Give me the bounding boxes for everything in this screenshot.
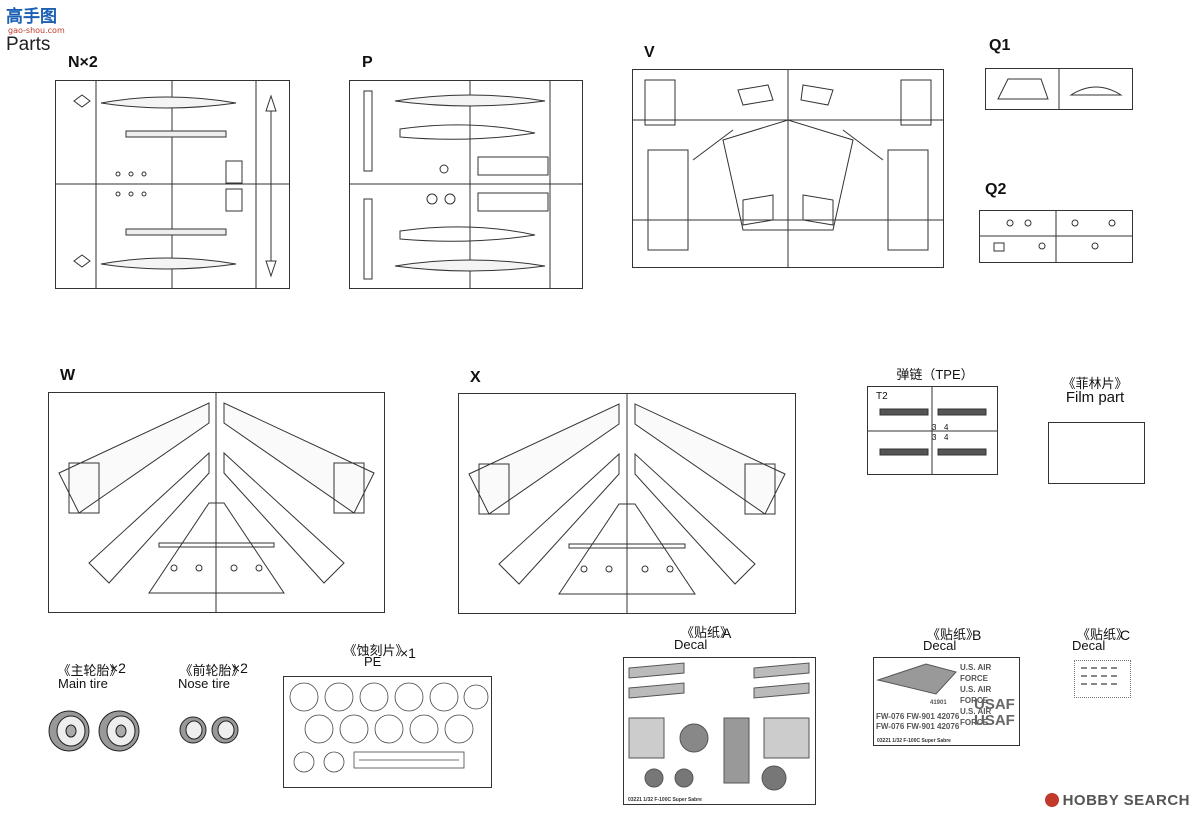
- decal-b-line-8: USAF: [974, 712, 1015, 729]
- nose-tire-label-en: Nose tire: [178, 676, 231, 691]
- film-part-box: [1048, 422, 1145, 484]
- decal-a-letter: A: [722, 625, 732, 641]
- decal-b-footer: 03221 1/32 F-100C Super Sabre: [877, 738, 951, 744]
- film-label-cn: 《菲林片》: [1062, 376, 1128, 391]
- decal-b-letter: B: [972, 627, 982, 643]
- main-tire-label-cn: 《主轮胎》: [57, 663, 123, 678]
- tpe-cell-2: 4: [944, 423, 949, 432]
- pe-label-cn: 《蚀刻片》: [343, 643, 409, 658]
- decal-c-label-cn: 《贴纸》: [1076, 627, 1129, 642]
- tpe-cell-3: 3: [932, 433, 937, 442]
- sprue-q1-label: Q1: [989, 37, 1011, 54]
- sprue-q1: [985, 68, 1133, 110]
- page-title: Parts: [6, 34, 51, 55]
- sprue-p-drawing: [350, 81, 582, 288]
- decal-b-line-5: USAF: [974, 696, 1015, 713]
- nose-tire-qty: ×2: [232, 660, 248, 676]
- decal-b-stripes-drawing: [876, 663, 957, 695]
- sprue-q2-label: Q2: [985, 181, 1007, 198]
- decal-c-letter: C: [1120, 627, 1131, 643]
- sprue-n-drawing: [56, 81, 289, 288]
- pe-fret-drawing: [289, 682, 489, 773]
- sprue-x: [458, 393, 796, 614]
- tpe-code: T2: [876, 391, 888, 402]
- sprue-v-label: V: [644, 44, 655, 61]
- hobby-search-text: HOBBY SEARCH: [1062, 792, 1190, 809]
- decal-b-usaf-block: U.S. AIR FORCE U.S. AIR FORCE U.S. AIR F…: [960, 662, 1019, 728]
- decal-b-line-6: FW-076 FW-901 42076: [876, 712, 960, 721]
- decal-a-sheet: 03221 1/32 F-100C Super Sabre: [623, 657, 816, 805]
- hobby-search-logo: HOBBY SEARCH: [1044, 792, 1190, 809]
- pe-qty: ×1: [400, 645, 416, 661]
- tpe-cell-4: 4: [944, 433, 949, 442]
- decal-c-label-en: Decal: [1072, 638, 1106, 653]
- decal-c-drawing: [1081, 667, 1117, 685]
- main-tire-label-en: Main tire: [58, 676, 108, 691]
- sprue-n: [55, 80, 290, 289]
- decal-a-footer: 03221 1/32 F-100C Super Sabre: [628, 797, 702, 803]
- sprue-w: [48, 392, 385, 613]
- site-watermark-logo: 高手图 gao-shou.com: [4, 4, 74, 35]
- decal-b-sheet: U.S. AIR FORCE U.S. AIR FORCE U.S. AIR F…: [873, 657, 1020, 746]
- sprue-w-drawing: [58, 393, 375, 612]
- decal-c-sheet: [1074, 660, 1131, 698]
- sprue-v: [632, 69, 944, 268]
- pe-fret: [283, 676, 492, 788]
- nose-tire-label-cn: 《前轮胎》: [179, 663, 245, 678]
- tpe-label: 弹链（TPE）: [896, 367, 974, 382]
- pe-label-en: PE: [364, 654, 382, 669]
- decal-a-label-en: Decal: [674, 637, 708, 652]
- tpe-cell-1: 3: [932, 423, 937, 432]
- decal-a-label-cn: 《贴纸》: [680, 625, 733, 640]
- watermark-text: 高手图: [6, 6, 57, 27]
- watermark-url: gao-shou.com: [8, 26, 65, 35]
- sprue-p-label: P: [362, 54, 373, 71]
- sprue-tpe: T2 3 4 3 4: [867, 386, 998, 475]
- sprue-v-drawing: [633, 70, 943, 267]
- decal-b-label-cn: 《贴纸》: [926, 627, 979, 642]
- sprue-q1-drawing: [997, 69, 1123, 109]
- sprue-p: [349, 80, 583, 289]
- decal-b-label-en: Decal: [923, 638, 957, 653]
- sprue-q2: [979, 210, 1133, 263]
- decal-b-line-7: FW-076 FW-901 42076: [876, 722, 960, 731]
- nose-tire-drawing: [179, 716, 239, 744]
- sprue-q2-drawing: [980, 211, 1132, 262]
- hobby-search-mark-icon: [1044, 793, 1059, 807]
- film-label-en: Film part: [1065, 389, 1125, 406]
- decal-b-line-2: U.S. AIR FORCE: [960, 685, 992, 705]
- tpe-drawing: [868, 387, 997, 474]
- decal-b-line-3: U.S. AIR FORCE: [960, 707, 992, 727]
- sprue-n-label: N×2: [68, 54, 98, 71]
- decal-b-line-4: 41901: [930, 700, 947, 706]
- decal-b-line-1: U.S. AIR FORCE: [960, 663, 992, 683]
- main-tire-drawing: [48, 710, 140, 752]
- sprue-x-label: X: [470, 369, 481, 386]
- sprue-x-drawing: [468, 394, 786, 613]
- decal-a-drawing: [628, 662, 810, 791]
- main-tire-qty: ×2: [110, 660, 126, 676]
- sprue-w-label: W: [60, 367, 76, 384]
